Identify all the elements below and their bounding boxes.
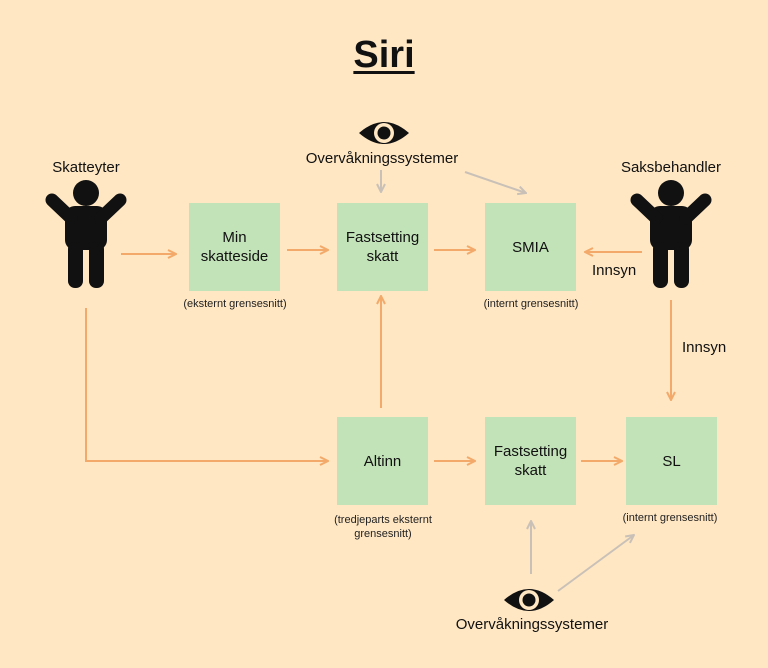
page-title: Siri [353, 34, 415, 76]
box-altinn-label: Altinn [363, 452, 402, 470]
caption-sl: (internt grensesnitt) [622, 512, 718, 524]
eye-icon [359, 122, 409, 144]
taxpayer-label: Skatteyter [52, 159, 120, 176]
arrow-taxpayer-to-altinn [85, 308, 328, 461]
box-smia-label: SMIA [512, 238, 549, 256]
caption-altinn: (tredjeparts eksternt grensesnitt) [334, 514, 432, 540]
box-min-skatteside-label: Min skatteside [200, 229, 269, 265]
taxpayer-person-icon [45, 180, 127, 288]
box-fastsetting-top-label: Fastsetting skatt [345, 229, 420, 265]
monitoring-systems-top-label: Overvåkningssystemer [305, 150, 459, 167]
edge-label-innsyn-smia: Innsyn [592, 262, 637, 279]
caption-min-skatteside: (eksternt grensesnitt) [183, 298, 287, 310]
monitor-arrow-bottom-to-sl [557, 535, 634, 592]
box-altinn: Altinn [337, 417, 428, 505]
box-fastsetting-bottom: Fastsetting skatt [485, 417, 576, 505]
box-smia: SMIA [485, 203, 576, 291]
caseworker-label: Saksbehandler [620, 159, 722, 176]
box-fastsetting-bottom-label: Fastsetting skatt [493, 443, 568, 479]
caption-smia: (internt grensesnitt) [483, 298, 579, 310]
edge-label-innsyn-sl: Innsyn [682, 339, 727, 356]
monitor-arrow-top-to-smia [464, 171, 526, 193]
box-min-skatteside: Min skatteside [189, 203, 280, 291]
monitoring-systems-bottom-label: Overvåkningssystemer [455, 616, 609, 633]
box-sl-label: SL [662, 452, 681, 470]
box-fastsetting-top: Fastsetting skatt [337, 203, 428, 291]
box-sl: SL [626, 417, 717, 505]
eye-icon [504, 589, 554, 611]
caseworker-person-icon [630, 180, 712, 288]
